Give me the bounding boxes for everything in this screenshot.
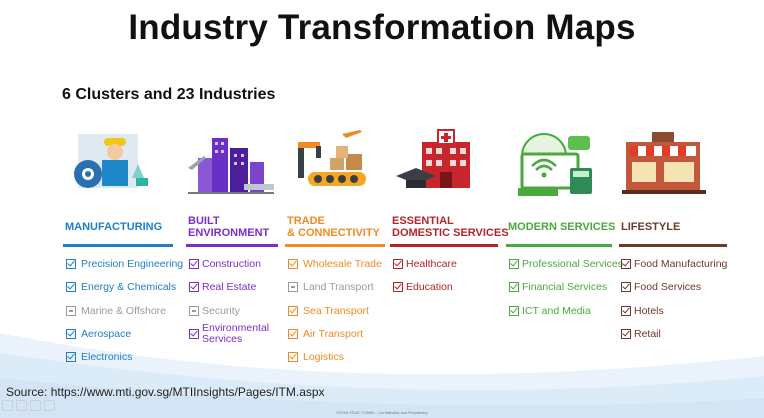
checked-box-icon <box>621 259 631 269</box>
checked-box-icon <box>66 329 76 339</box>
globe-wifi-calculator-icon <box>518 133 592 196</box>
logistics-conveyor-plane-icon <box>298 130 366 186</box>
checked-box-icon <box>288 306 298 316</box>
industry-security: Security <box>189 305 240 317</box>
checked-box-icon <box>189 329 199 339</box>
checked-box-icon <box>621 329 631 339</box>
industry-aerospace: Aerospace <box>66 328 131 340</box>
city-buildings-crane-icon <box>188 138 274 194</box>
industry-real-estate: Real Estate <box>189 281 256 293</box>
cluster-heading-trade-connectivity: TRADE& CONNECTIVITY <box>287 215 380 239</box>
slide-menu-icon[interactable] <box>30 400 41 411</box>
cluster-heading-manufacturing: MANUFACTURING <box>65 221 163 233</box>
cluster-rule-modern-services <box>506 244 612 247</box>
cluster-heading-modern-services: MODERN SERVICES <box>508 221 616 233</box>
cluster-rule-manufacturing <box>63 244 173 247</box>
industry-energy-chemicals: Energy & Chemicals <box>66 281 176 293</box>
checked-box-icon <box>621 306 631 316</box>
industry-marine-offshore: Marine & Offshore <box>66 305 166 317</box>
industry-wholesale-trade: Wholesale Trade <box>288 258 382 270</box>
industry-construction: Construction <box>189 258 261 270</box>
industry-land-transport: Land Transport <box>288 281 374 293</box>
checked-box-icon <box>189 259 199 269</box>
cluster-rule-essential-domestic <box>390 244 498 247</box>
source-citation: Source: https://www.mti.gov.sg/MTIInsigh… <box>6 385 325 399</box>
checked-box-icon <box>393 282 403 292</box>
next-slide-icon[interactable] <box>16 400 27 411</box>
industry-healthcare: Healthcare <box>393 258 457 270</box>
checked-box-icon <box>288 259 298 269</box>
checked-box-icon <box>189 282 199 292</box>
checked-box-icon <box>288 329 298 339</box>
industry-food-manufacturing: Food Manufacturing <box>621 258 727 270</box>
clusters-subtitle: 6 Clusters and 23 Industries <box>62 86 276 103</box>
hospital-graduation-cap-icon <box>396 129 470 188</box>
cluster-rule-trade-connectivity <box>285 244 385 247</box>
industry-ict-media: ICT and Media <box>509 305 591 317</box>
slide-nav-controls[interactable] <box>2 400 55 411</box>
unchecked-box-icon <box>189 306 199 316</box>
confidential-note: ©2018 SSAC COMM – Confidential and Propr… <box>336 410 428 415</box>
unchecked-box-icon <box>66 306 76 316</box>
cluster-rule-built-environment <box>186 244 278 247</box>
page-title: Industry Transformation Maps <box>128 8 636 47</box>
checked-box-icon <box>509 282 519 292</box>
factory-worker-gear-icon <box>74 134 148 188</box>
checked-box-icon <box>393 259 403 269</box>
zoom-icon[interactable] <box>44 400 55 411</box>
industry-environmental-services: Environmental Services <box>189 323 274 345</box>
checked-box-icon <box>288 352 298 362</box>
industry-air-transport: Air Transport <box>288 328 363 340</box>
checked-box-icon <box>621 282 631 292</box>
checked-box-icon <box>509 306 519 316</box>
industry-sea-transport: Sea Transport <box>288 305 369 317</box>
industry-professional-services: Professional Services <box>509 258 623 270</box>
industry-electronics: Electronics <box>66 351 132 363</box>
industry-retail: Retail <box>621 328 661 340</box>
prev-slide-icon[interactable] <box>2 400 13 411</box>
checked-box-icon <box>66 282 76 292</box>
cluster-rule-lifestyle <box>619 244 727 247</box>
industry-food-services: Food Services <box>621 281 701 293</box>
unchecked-box-icon <box>288 282 298 292</box>
checked-box-icon <box>66 259 76 269</box>
industry-financial-services: Financial Services <box>509 281 607 293</box>
industry-hotels: Hotels <box>621 305 664 317</box>
checked-box-icon <box>509 259 519 269</box>
cluster-heading-lifestyle: LIFESTYLE <box>621 221 681 233</box>
industry-logistics: Logistics <box>288 351 344 363</box>
checked-box-icon <box>66 352 76 362</box>
industry-education: Education <box>393 281 453 293</box>
shopfront-awning-icon <box>622 132 706 194</box>
industry-precision-engineering: Precision Engineering <box>66 258 183 270</box>
